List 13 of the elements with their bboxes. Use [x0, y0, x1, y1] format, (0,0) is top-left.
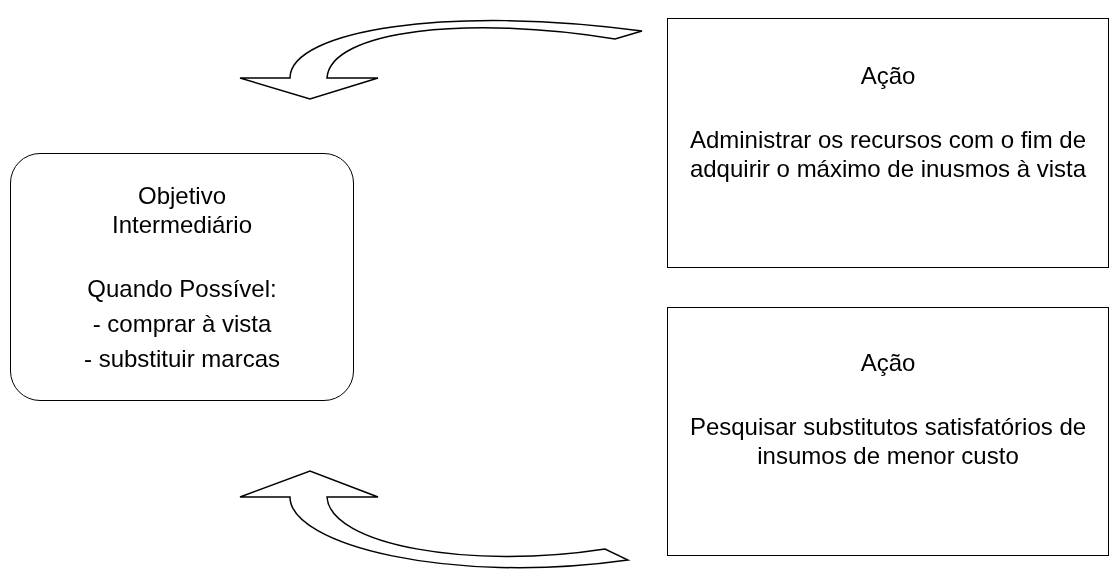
curved-block-arrow [239, 470, 629, 569]
box-text: Pesquisar substitutos satisfatórios de insumos de menor custo [688, 412, 1088, 470]
box-text: Administrar os recursos com o fim de adquirir o máximo de inusmos à vista [688, 125, 1088, 183]
rounded-box [10, 153, 354, 401]
box-text: - comprar à vista [92, 309, 272, 338]
curved-block-arrow [239, 19, 643, 100]
box-heading: Ação [860, 348, 916, 377]
process-box [667, 18, 1109, 268]
box-text: - substituir marcas [83, 344, 280, 373]
box-heading: Ação [860, 61, 916, 90]
box-heading: Objetivo Intermediário [110, 181, 254, 239]
process-box [667, 307, 1109, 556]
box-text: Quando Possível: [87, 274, 277, 303]
